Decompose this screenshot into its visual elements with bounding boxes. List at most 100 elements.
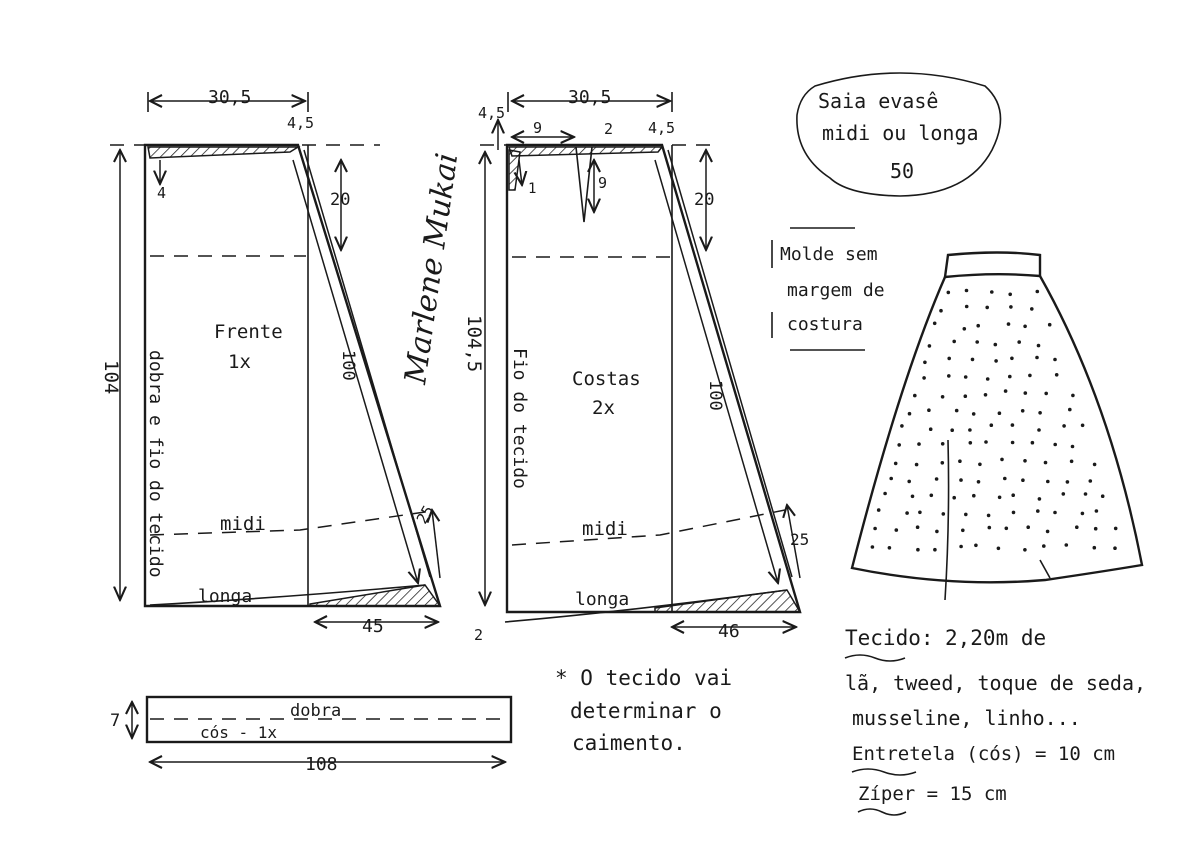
skirt-dot (894, 528, 899, 532)
front-side-dim (292, 159, 418, 583)
skirt-dot (1053, 510, 1057, 515)
back-hem-hatch (654, 589, 802, 613)
skirt-dot (923, 360, 927, 365)
skirt-dot (976, 323, 980, 328)
drape-note-line1: * O tecido vai (555, 666, 732, 690)
waistband-label: cós - 1x (200, 723, 277, 742)
skirt-dot (972, 493, 976, 498)
skirt-dot (994, 359, 998, 363)
skirt-fold (944, 439, 950, 601)
skirt-dot (1044, 391, 1048, 396)
skirt-dot (1026, 525, 1030, 529)
skirt-dot (1062, 424, 1066, 428)
skirt-dot (962, 327, 967, 331)
skirt-dot (1092, 545, 1097, 550)
skirt-dot (1046, 479, 1050, 484)
materials-line5: Zíper = 15 cm (858, 783, 1007, 805)
skirt-dot (1030, 307, 1034, 311)
skirt-dot (975, 340, 979, 344)
skirt-dot (971, 412, 976, 416)
skirt-dot (959, 544, 963, 549)
back-piece (480, 92, 802, 627)
materials-value: 2,20m de (945, 626, 1046, 650)
margin-note-line2: margem de (787, 280, 885, 301)
front-hem-width: 45 (362, 616, 384, 637)
back-side-dim (654, 159, 778, 583)
waistband-piece (132, 695, 513, 762)
skirt-dot (964, 512, 968, 517)
skirt-dot (947, 356, 951, 361)
skirt-illustration (850, 251, 1144, 601)
waistband-height: 7 (110, 711, 120, 731)
back-dart-width: 2 (604, 120, 613, 138)
front-side-length: 100 (338, 350, 358, 381)
skirt-dot (910, 494, 915, 499)
skirt-dot (976, 480, 981, 484)
back-hem-rise: 25 (790, 530, 809, 549)
back-grain-label: Fio do tecido (509, 348, 530, 489)
skirt-dot (873, 526, 877, 531)
title-line1: Saia evasê (818, 89, 938, 113)
skirt-dot (1011, 493, 1015, 498)
back-left-offset: 4,5 (478, 104, 505, 122)
skirt-dot (876, 508, 881, 512)
skirt-dot (1028, 373, 1032, 378)
front-waist-drop: 4 (157, 184, 166, 202)
front-longa-line (149, 584, 426, 606)
front-waist-hatch (147, 146, 301, 159)
skirt-dot (1069, 459, 1074, 464)
skirt-waistband (943, 251, 1042, 279)
skirt-dot (1035, 289, 1040, 294)
front-hip-depth: 20 (330, 190, 350, 210)
skirt-dot (897, 443, 901, 447)
skirt-dot (1011, 510, 1016, 515)
back-dart-length: 9 (598, 174, 607, 192)
skirt-dot (986, 513, 991, 518)
skirt-dot (970, 357, 975, 362)
skirt-dot (1023, 391, 1028, 395)
skirt-dot (946, 290, 951, 295)
skirt-dot (950, 428, 954, 433)
skirt-dot (963, 375, 968, 379)
skirt-dot (1075, 525, 1079, 529)
skirt-dot (1010, 423, 1015, 427)
back-hem-width: 46 (718, 621, 740, 642)
skirt-dot (993, 342, 998, 347)
front-top-width: 30,5 (208, 87, 251, 108)
skirt-dot (917, 442, 921, 446)
skirt-dot (978, 462, 982, 467)
skirt-dot (1054, 373, 1059, 377)
skirt-dot (900, 424, 904, 428)
skirt-dot (928, 427, 933, 432)
skirt-dot (1092, 462, 1097, 467)
skirt-dot (1008, 374, 1012, 379)
skirt-dot (914, 462, 919, 467)
skirt-dot (1009, 305, 1013, 309)
back-hip-depth: 20 (694, 190, 714, 210)
waistband-length: 108 (305, 754, 338, 775)
skirt-dot (918, 510, 922, 515)
skirt-dot (952, 495, 956, 500)
skirt-dot (907, 411, 912, 416)
skirt-dot (916, 547, 920, 552)
skirt-dot (935, 529, 939, 534)
skirt-dot (1100, 494, 1105, 499)
skirt-dot (947, 374, 951, 378)
front-length: 104 (100, 360, 122, 394)
skirt-dot (1071, 393, 1075, 398)
back-hem-drop: 2 (474, 626, 483, 644)
back-top-offset: 4,5 (648, 119, 675, 137)
skirt-dot (1053, 357, 1057, 362)
back-dart (575, 146, 593, 223)
skirt-dot (985, 377, 990, 381)
skirt-dot (913, 393, 917, 398)
skirt-dot (961, 528, 965, 533)
skirt-dot (985, 305, 989, 310)
skirt-dot (1042, 544, 1046, 548)
margin-note-line1: Molde sem (780, 244, 878, 265)
back-label: Costas (572, 368, 641, 390)
skirt-dot (1023, 548, 1027, 552)
title-line3: 50 (890, 159, 914, 183)
back-longa: longa (575, 589, 629, 610)
